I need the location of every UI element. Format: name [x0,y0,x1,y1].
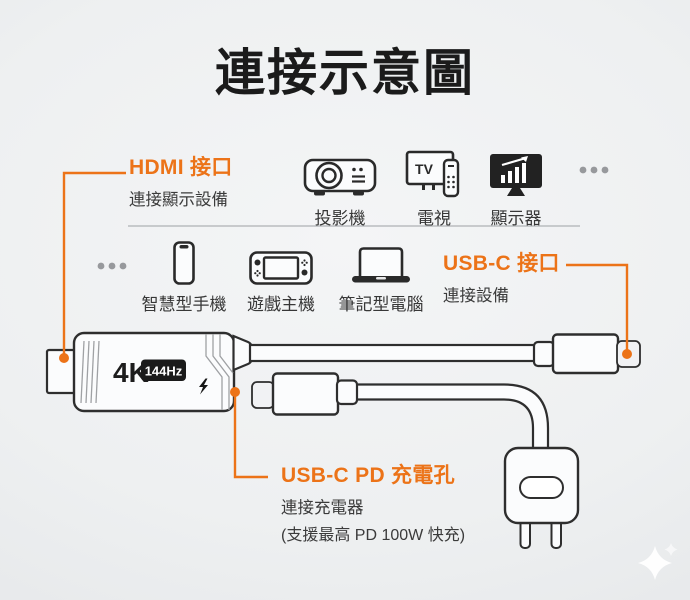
pd-annotation-subtitle: 連接充電器 [281,499,364,517]
usbc-annotation-subtitle: 連接設備 [443,287,509,305]
leader-line-pd [233,395,268,479]
leader-line-hdmi [62,171,126,355]
sparkle-icon [638,543,678,580]
device-monitor: 顯示器 [476,147,556,229]
device-label: 筆記型電腦 [338,295,424,314]
main-cable [248,343,539,363]
ellipsis-icon [97,262,127,270]
device-laptop: 筆記型電腦 [331,239,431,315]
device-game-console: 遊戲主機 [236,239,326,315]
hdmi-port-dot [59,353,69,363]
pd-port-dot [230,387,240,397]
pd-annotation-title: USB-C PD 充電孔 [281,464,455,487]
device-label: 遊戲主機 [247,295,315,314]
usbc-annotation: USB-C 接口 連接設備 [443,247,560,306]
144hz-badge: 144Hz [145,364,183,379]
laptop-icon [352,247,410,283]
usbc-annotation-title: USB-C 接口 [443,252,560,275]
projector-icon [303,158,377,196]
device-projector: 投影機 [297,147,383,229]
hdmi-annotation-title: HDMI 接口 [129,156,233,179]
tv-screen-text: TV [415,161,434,177]
cable-strain-relief [335,379,359,406]
usbc-connector-body [551,333,620,375]
leader-line-usbc [566,263,629,351]
smartphone-icon [173,241,195,285]
pd-annotation: USB-C PD 充電孔 連接充電器 (支援最高 PD 100W 快充) [281,459,465,545]
monitor-icon [490,154,542,196]
device-smartphone: 智慧型手機 [134,239,234,315]
pd-annotation-note: (支援最高 PD 100W 快充) [281,527,466,544]
hdmi-annotation: HDMI 接口 連接顯示設備 [129,151,233,210]
game-console-icon [249,251,313,285]
cable-strain-relief [532,340,556,368]
device-label: 顯示器 [490,209,542,228]
device-label: 投影機 [314,209,366,228]
charger-usbc-port [519,476,564,499]
adapter-grip-lines [80,334,234,410]
hdmi-annotation-subtitle: 連接顯示設備 [129,191,228,209]
usbc-port-dot [622,349,632,359]
device-label: 智慧型手機 [141,295,227,314]
refresh-badge-bg [141,359,186,381]
charger-cable [354,383,550,454]
page-title: 連接示意圖 [215,45,475,101]
pd-plug-body [271,372,340,416]
cable-strain-relief [232,334,253,372]
ellipsis-icon [579,166,609,174]
tv-icon: TV [405,150,460,198]
pd-plug-tip [251,381,275,409]
device-label: 電視 [417,209,451,228]
device-tv: TV 電視 [394,147,474,229]
wall-charger [503,446,580,549]
lightning-bolt-icon [199,378,208,395]
